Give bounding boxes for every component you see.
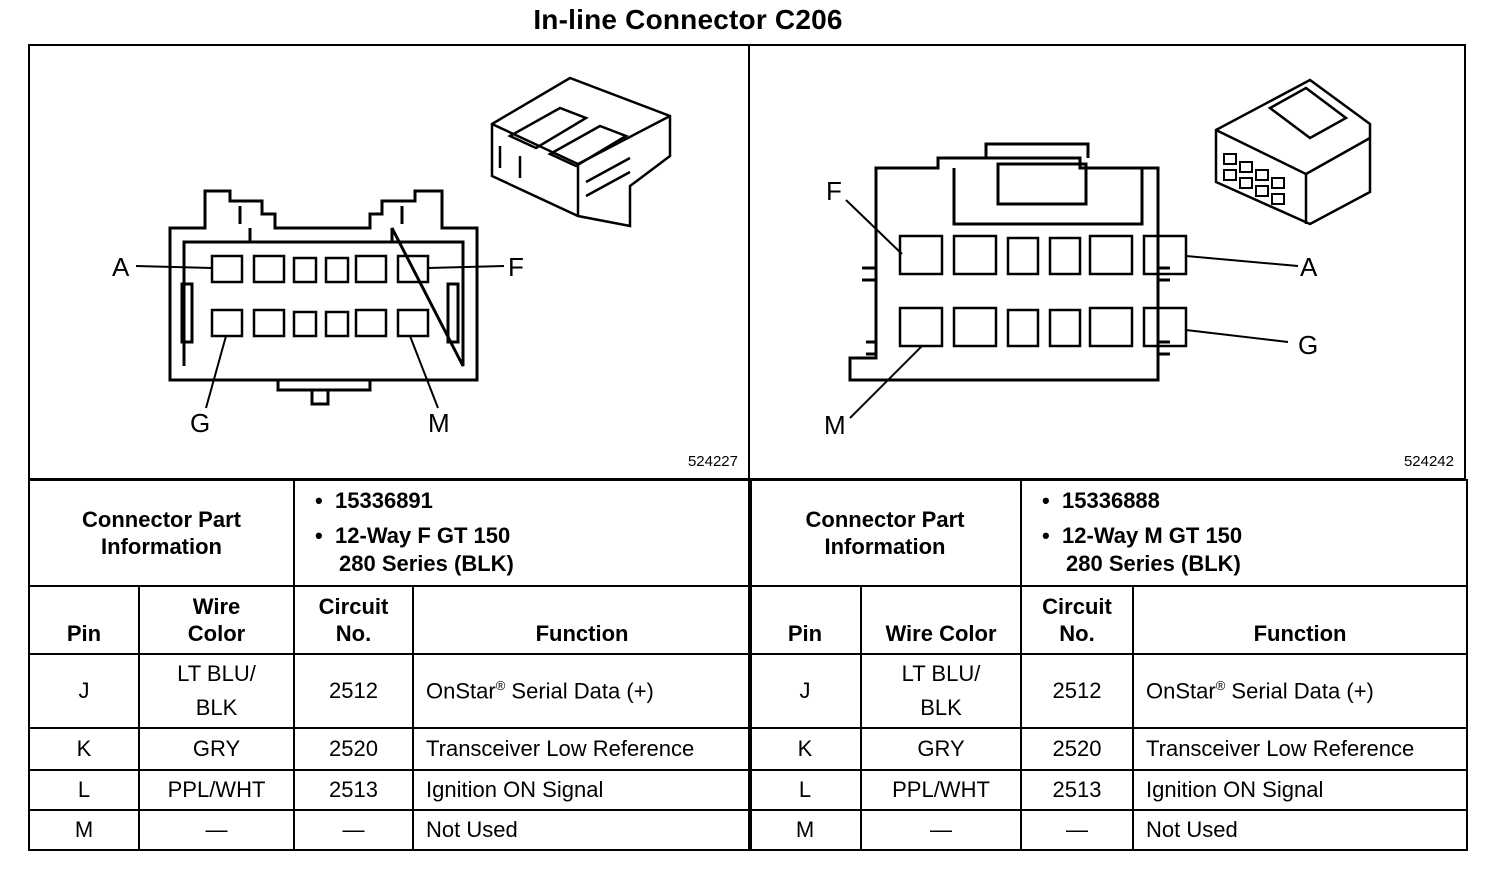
- right-connector-panel: F A G M 524242: [748, 44, 1466, 480]
- part-number: 15336888: [1062, 488, 1160, 513]
- female-cavities: [210, 254, 430, 338]
- male-connector-iso-view: [1214, 78, 1372, 226]
- part-series: 280 Series (BLK): [339, 551, 514, 576]
- part-desc: 12-Way F GT 150: [335, 523, 511, 548]
- pin-label-a: A: [1300, 252, 1318, 282]
- part-series: 280 Series (BLK): [1066, 551, 1241, 576]
- male-pin-cavities: [898, 234, 1188, 348]
- header-function: Function: [1132, 585, 1469, 655]
- table-row: M — — Not Used: [28, 809, 753, 851]
- part-info: •15336891 •12-Way F GT 150 280 Series (B…: [293, 479, 753, 587]
- header-pin: Pin: [28, 585, 140, 655]
- pin-label-m: M: [824, 410, 846, 440]
- diagram-title: In-line Connector C206: [533, 4, 843, 35]
- figure-id: 524242: [1403, 453, 1454, 470]
- header-pin: Pin: [748, 585, 862, 655]
- part-number: 15336891: [335, 488, 433, 513]
- pin-label-g: G: [1298, 330, 1318, 360]
- table-row: L PPL/WHT 2513 Ignition ON Signal: [748, 769, 1469, 811]
- part-info: •15336888 •12-Way M GT 150 280 Series (B…: [1020, 479, 1469, 587]
- table-row: J LT BLU/BLK 2512 OnStar® Serial Data (+…: [748, 653, 1469, 729]
- part-desc: 12-Way M GT 150: [1062, 523, 1243, 548]
- pin-label-f: F: [508, 252, 524, 282]
- female-connector-iso-view: [490, 76, 672, 228]
- table-row: K GRY 2520 Transceiver Low Reference: [748, 727, 1469, 771]
- pin-label-m: M: [428, 408, 450, 438]
- table-row: M — — Not Used: [748, 809, 1469, 851]
- header-wire-color: Wire Color: [859, 585, 1023, 655]
- pin-label-g: G: [190, 408, 210, 438]
- male-connector-drawing: F A G M: [824, 78, 1372, 440]
- left-connector-panel: A F G M 524227: [28, 44, 750, 480]
- table-row: J LT BLU/BLK 2512 OnStar® Serial Data (+…: [28, 653, 753, 729]
- figure-id: 524227: [687, 453, 738, 470]
- table-row: L PPL/WHT 2513 Ignition ON Signal: [28, 769, 753, 811]
- pin-label-f: F: [826, 176, 842, 206]
- pin-label-a: A: [112, 252, 130, 282]
- table-row: K GRY 2520 Transceiver Low Reference: [28, 727, 753, 771]
- female-connector-drawing: A F G M: [112, 76, 672, 438]
- header-function: Function: [412, 585, 753, 655]
